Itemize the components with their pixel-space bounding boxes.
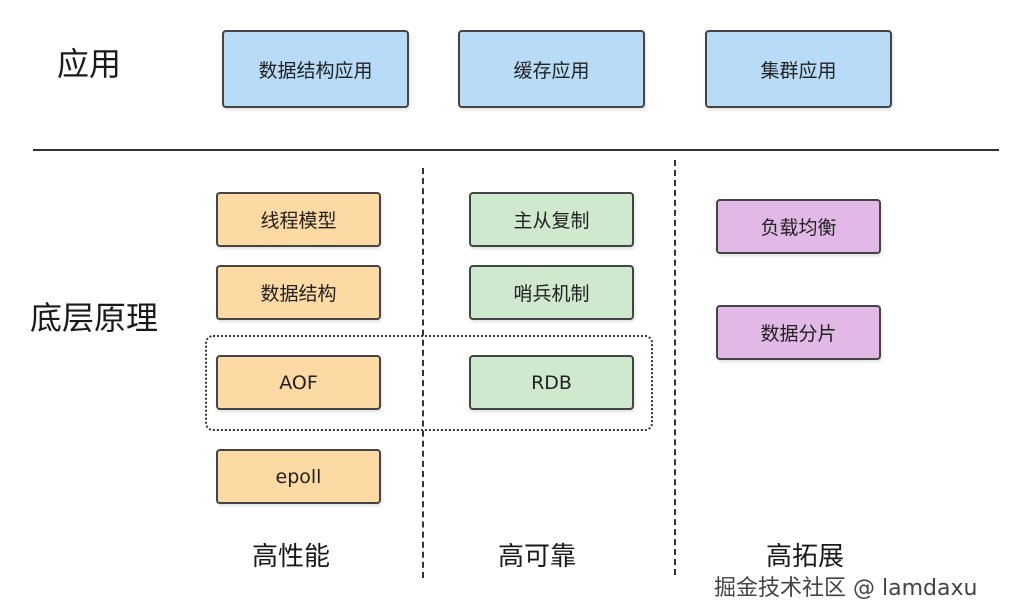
- scale-box-sharding: 数据分片: [716, 305, 881, 360]
- perf-box-epoll: epoll: [216, 449, 381, 504]
- ha-box-rdb: RDB: [469, 355, 634, 410]
- scale-box-load-balancing: 负载均衡: [716, 199, 881, 254]
- column-divider-2: [674, 160, 676, 575]
- watermark-text: 掘金技术社区 @ lamdaxu: [714, 576, 978, 601]
- column-label-high-availability: 高可靠: [497, 542, 576, 572]
- column-label-high-performance: 高性能: [251, 542, 330, 572]
- application-row-label: 应用: [57, 45, 122, 83]
- perf-box-aof: AOF: [216, 355, 381, 410]
- perf-box-data-structure: 数据结构: [216, 265, 381, 320]
- persistence-group-outline: [205, 335, 653, 431]
- column-label-high-scalability: 高拓展: [765, 542, 844, 572]
- foundation-row-label: 底层原理: [30, 299, 159, 337]
- perf-box-thread-model: 线程模型: [216, 192, 381, 247]
- app-box-data-structure: 数据结构应用: [222, 30, 409, 108]
- ha-box-sentinel: 哨兵机制: [469, 265, 634, 320]
- ha-box-replication: 主从复制: [469, 192, 634, 247]
- layer-divider: [33, 149, 999, 151]
- app-box-cluster: 集群应用: [705, 30, 892, 108]
- column-divider-1: [422, 168, 424, 578]
- app-box-cache: 缓存应用: [458, 30, 645, 108]
